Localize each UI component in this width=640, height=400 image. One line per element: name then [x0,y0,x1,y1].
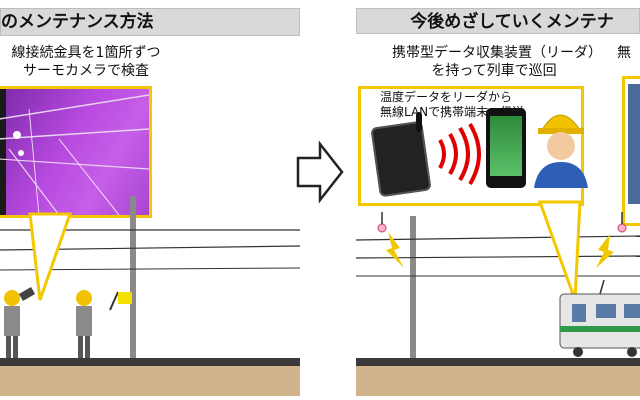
utility-pole-left [130,196,136,358]
right-panel-title: 今後めざしていくメンテナ [356,8,640,34]
worker-with-camera-icon [4,287,36,358]
left-caption-line1: 線接続金具を1箇所ずつ [11,45,161,61]
sensor-left-icon [377,223,387,233]
left-panel-title: のメンテナンス方法 [0,8,300,36]
utility-pole-right [410,216,416,358]
sensor-right-icon [617,223,627,233]
ground-right [356,366,640,396]
far-right-photo [628,84,640,204]
thermal-camera-photo [0,89,150,216]
thermal-photo-callout [0,86,152,218]
flag-icon [118,292,132,304]
spark-right-icon [596,234,614,268]
reader-antenna-icon [416,112,422,132]
thermal-photo-lines [0,89,150,216]
right-caption: 携帯型データ収集装置（リーダ） を持って列車で巡回 [392,44,602,80]
transition-arrow-icon [296,140,344,204]
right-caption-line2: を持って列車で巡回 [431,63,557,79]
wireless-note-line1: 温度データをリーダから [380,90,513,104]
worker-with-flag-icon [76,290,132,358]
far-right-caption: 無 [617,45,631,61]
rail-track-right [356,358,640,366]
smartphone-icon [486,108,526,188]
rail-track-left [0,358,300,366]
right-caption-line1: 携帯型データ収集装置（リーダ） [392,45,602,61]
left-caption: 線接続金具を1箇所ずつ サーモカメラで検査 [0,44,172,80]
left-caption-line2: サーモカメラで検査 [23,63,149,79]
worker-avatar-icon [534,114,588,188]
spark-left-icon [386,232,404,268]
ground-left [0,366,300,396]
